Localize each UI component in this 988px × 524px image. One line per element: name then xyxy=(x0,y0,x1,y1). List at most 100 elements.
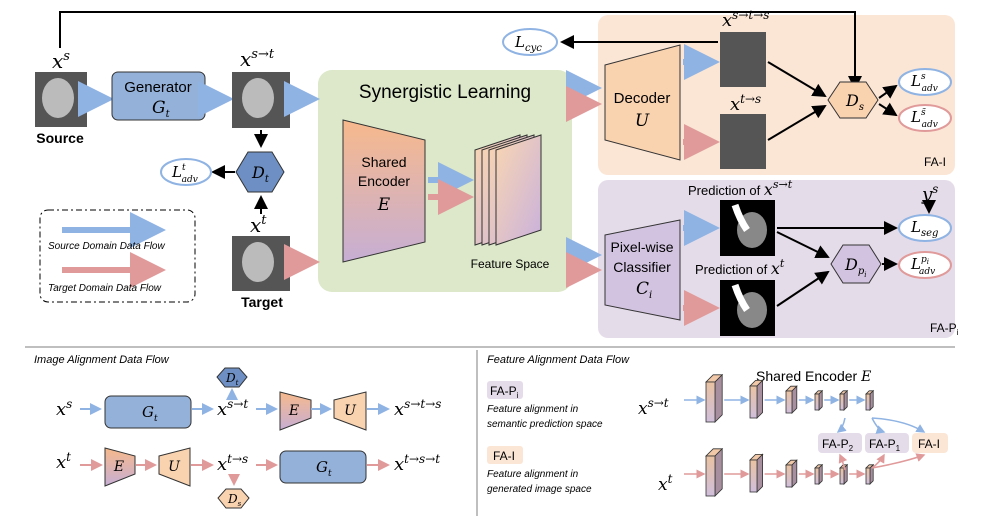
block-side xyxy=(818,389,823,411)
block-front xyxy=(814,467,820,485)
block-front xyxy=(749,385,758,419)
svg-text:xt→s: xt→s xyxy=(217,452,248,475)
ys-var: ys xyxy=(921,182,938,205)
lseg-symbol: Lseg xyxy=(910,218,938,239)
ladv-pi-loss xyxy=(898,251,952,279)
svg-text:Dt: Dt xyxy=(225,371,239,387)
ts-image xyxy=(720,114,766,169)
svg-text:FA-I: FA-I xyxy=(918,437,940,451)
svg-text:U: U xyxy=(344,403,357,419)
ds-discriminator xyxy=(827,81,879,119)
ia-decoder xyxy=(158,447,191,487)
block-side xyxy=(869,389,874,411)
fa-input-st: xs→t xyxy=(638,396,669,419)
generator-symbol: Gt xyxy=(152,98,171,120)
decoder xyxy=(604,44,681,161)
block-side xyxy=(843,389,848,411)
source-image-heart xyxy=(42,78,74,118)
classifier-label-1: Pixel-wise xyxy=(610,239,673,255)
lseg-loss xyxy=(898,214,952,242)
feature-maps xyxy=(474,134,542,246)
ia-generator xyxy=(104,395,192,429)
st-var: xs→t xyxy=(240,47,275,71)
legend-target-label: Target Domain Data Flow xyxy=(48,283,162,294)
synergistic-title: Synergistic Learning xyxy=(359,82,531,103)
sts-image xyxy=(720,32,766,87)
fa-connectors xyxy=(836,417,926,471)
fa-p2-tag xyxy=(818,433,862,453)
block-front xyxy=(705,381,716,423)
ia-generator xyxy=(279,450,367,484)
fa-i-tag xyxy=(487,446,523,464)
block-side xyxy=(756,453,763,493)
block-front xyxy=(705,455,716,497)
legend-box xyxy=(39,209,196,303)
generator-label: Generator xyxy=(124,79,192,96)
svg-text:xs→t: xs→t xyxy=(217,397,248,420)
ladv-s-tilde-symbol: Ls̃adv xyxy=(910,107,938,130)
svg-text:Gt: Gt xyxy=(142,403,158,424)
svg-text:xt: xt xyxy=(56,450,71,473)
fa-encoder-title: Shared Encoder E xyxy=(756,368,871,385)
fa-pi-tag xyxy=(487,381,523,399)
block-side xyxy=(714,447,723,497)
ladv-t-loss xyxy=(160,158,212,186)
block-front xyxy=(785,464,793,488)
ts-var: xt→s xyxy=(730,92,761,115)
fa-input-t: xt xyxy=(658,472,673,495)
ladv-s-loss xyxy=(898,68,952,96)
arrow xyxy=(767,61,827,98)
svg-text:FA-P1: FA-P1 xyxy=(869,437,901,453)
svg-text:U: U xyxy=(168,459,181,475)
ia-row-1: xs Gt xs→t Dt E U xs→t→s xyxy=(56,367,441,431)
block-side xyxy=(791,385,798,414)
legend-source-label: Source Domain Data Flow xyxy=(48,241,165,252)
block-side xyxy=(714,373,723,423)
encoder-symbol: E xyxy=(377,195,391,215)
fa-p1-tag xyxy=(865,433,909,453)
block-front xyxy=(839,393,845,411)
svg-text:FA-P2: FA-P2 xyxy=(822,437,854,453)
classifier-symbol: Ci xyxy=(636,279,652,301)
lcyc-loss xyxy=(502,28,558,56)
ia-encoder xyxy=(104,447,136,487)
image-alignment-title: Image Alignment Data Flow xyxy=(34,354,170,366)
fa-i-desc: Feature alignment in xyxy=(487,469,579,480)
target-image-heart xyxy=(242,242,274,282)
prediction-mask xyxy=(731,283,750,313)
shared-encoder xyxy=(342,119,426,263)
decoder-label: Decoder xyxy=(614,90,671,107)
feature-alignment-title: Feature Alignment Data Flow xyxy=(487,354,630,366)
dt-discriminator xyxy=(235,151,285,193)
fa-i-panel-label: FA-I xyxy=(924,155,946,169)
block-side xyxy=(791,459,798,488)
arrow xyxy=(767,104,827,141)
block-front xyxy=(865,467,871,485)
fa-tags: FA-P2 FA-P1 FA-I xyxy=(818,433,948,453)
ia-encoder xyxy=(279,391,312,431)
arrow xyxy=(776,231,830,259)
dt-symbol: Dt xyxy=(251,163,270,185)
ladv-s-tilde-loss xyxy=(898,104,952,132)
svg-text:xt→s→t: xt→s→t xyxy=(394,452,440,475)
fa-i-desc: generated image space xyxy=(487,484,592,495)
prediction-t-label: Prediction of xt xyxy=(695,257,785,278)
svg-text:Ds: Ds xyxy=(227,492,242,508)
target-label: Target xyxy=(241,294,283,310)
svg-text:Gt: Gt xyxy=(316,458,332,479)
classifier-label-2: Classifier xyxy=(613,259,671,275)
encoder-label-2: Encoder xyxy=(358,173,410,189)
ia-dt xyxy=(216,367,248,388)
decoder-symbol: U xyxy=(635,111,650,131)
st-image-heart xyxy=(242,78,274,118)
target-var: xt xyxy=(250,213,267,237)
block-front xyxy=(814,393,820,411)
lcyc-symbol: Lcyc xyxy=(514,33,542,54)
block-side xyxy=(818,463,823,485)
fa-pi-desc: Feature alignment in xyxy=(487,404,579,415)
fa-pi-panel-label: FA-Pi xyxy=(930,321,959,337)
